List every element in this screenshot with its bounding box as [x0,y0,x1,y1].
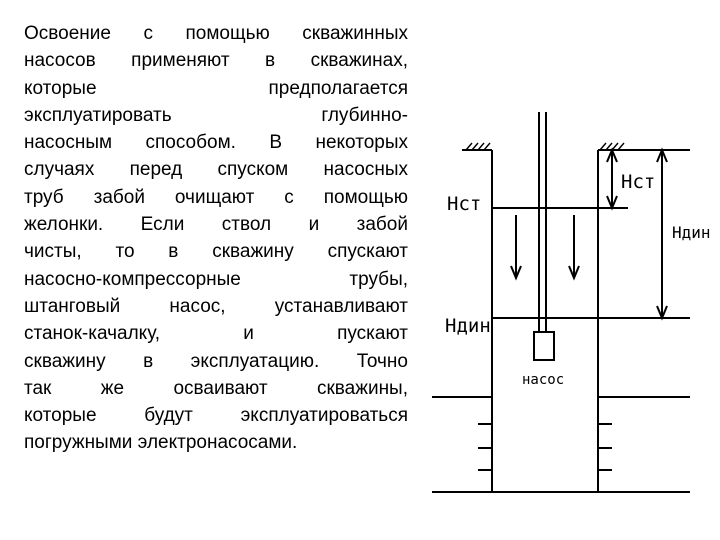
text-line-13: скважину в эксплуатацию. Точно [24,350,408,372]
label-hdin-right: Ндин [672,223,711,242]
label-hdin-left: Ндин [445,315,491,337]
dim-hst-arrow-bottom [606,195,618,211]
text-line-6: случаях перед спуском насосных [24,159,408,181]
dim-hst-arrow-top [606,147,618,163]
text-line-8: желонки. Если ствол и забой [24,214,408,236]
ground-hatching-right [599,142,625,151]
text-line-5: насосным способом. В некоторых [24,132,408,154]
label-hst-left: Нст [447,193,481,215]
ground-hatching-left [465,142,491,151]
text-line-2: насосов применяют в скважинах, [24,50,408,72]
text-line-15: которые будут эксплуатироваться [24,405,408,427]
text-line-16: погружными электронасосами. [24,432,298,454]
pump-body [533,331,555,361]
label-pump: насос [522,372,564,388]
text-line-1: Освоение с помощью скважинных [24,23,408,44]
text-line-10: насосно-компрессорные трубы, [24,268,408,290]
text-line-3: которые предполагается [24,77,408,99]
dim-hdin-arrow-bottom [656,305,668,321]
text-line-7: труб забой очищают с помощью [24,186,408,208]
text-line-14: так же осваивают скважины, [24,377,408,399]
label-hst-right: Нст [621,171,655,193]
text-line-9: чисты, то в скважину спускают [24,241,408,263]
dim-hdin-arrow-top [656,147,668,163]
text-line-11: штанговый насос, устанавливают [24,295,408,317]
flow-arrow-right-head [568,265,580,281]
text-line-4: эксплуатировать глубинно- [24,104,408,126]
flow-arrow-left-head [510,265,522,281]
description-paragraph: Освоение с помощью скважинных насосов пр… [24,20,408,457]
text-line-12: станок-качалку, и пускают [24,323,408,345]
